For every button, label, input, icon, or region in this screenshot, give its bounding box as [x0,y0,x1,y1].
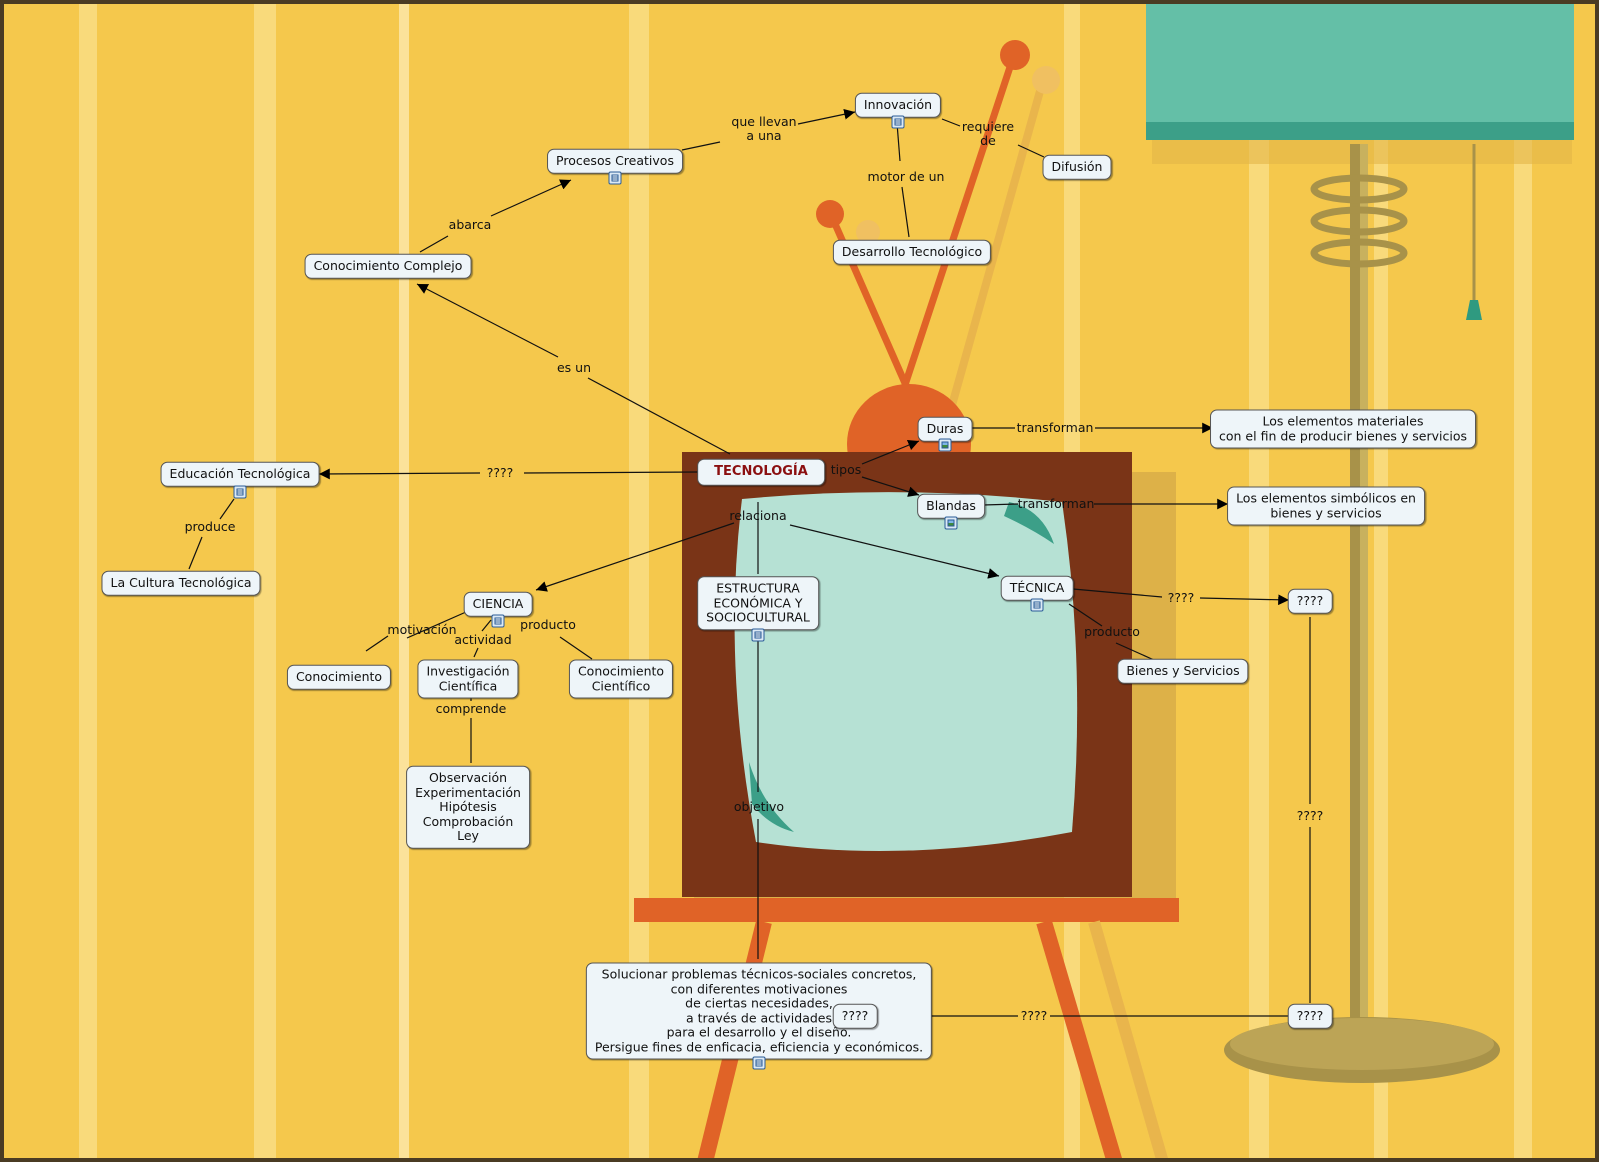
concept-difusion[interactable]: Difusión [1042,154,1112,180]
concept-conocimiento-cientifico[interactable]: Conocimiento Científico [568,659,674,699]
concept-conocimiento-complejo[interactable]: Conocimiento Complejo [304,253,472,279]
link-actividad: actividad [454,632,512,647]
concept-unknown-right-top[interactable]: ???? [1287,588,1333,614]
concept-bienes-servicios[interactable]: Bienes y Servicios [1117,658,1249,684]
concept-investigacion-cientifica[interactable]: Investigación Científica [417,659,519,699]
root-concept-tecnologia[interactable]: TECNOLOGÍA [697,458,825,486]
document-icon[interactable] [608,171,622,185]
concept-ciencia[interactable]: CIENCIA [463,591,533,617]
concept-solucionar-problemas[interactable]: Solucionar problemas técnicos-sociales c… [585,962,933,1060]
link-relaciona: relaciona [729,508,787,523]
link-unknown-educacion: ???? [486,465,514,480]
concept-cultura-tecnologica[interactable]: La Cultura Tecnológica [101,570,261,596]
link-motivacion: motivación [387,622,457,637]
document-icon[interactable] [752,1056,766,1070]
link-comprende: comprende [435,701,507,716]
concept-duras[interactable]: Duras [917,416,973,442]
concept-estructura-economica[interactable]: ESTRUCTURA ECONÓMICA Y SOCIOCULTURAL [697,576,819,630]
concept-blandas[interactable]: Blandas [917,493,985,519]
link-tipos: tipos [830,462,862,477]
concept-elementos-materiales[interactable]: Los elementos materiales con el fin de p… [1210,409,1476,449]
concept-observacion-experimentacion[interactable]: Observación Experimentación Hipótesis Co… [406,765,530,849]
link-abarca: abarca [448,217,492,232]
link-es-un: es un [556,360,592,375]
link-motor-de-un: motor de un [867,169,945,184]
image-icon[interactable] [944,516,958,530]
link-unknown-bottom: ???? [1020,1008,1048,1023]
retro-tv-room-background [4,4,1595,1158]
link-que-llevan-a-una: que llevan a una [731,114,797,143]
document-icon[interactable] [891,115,905,129]
document-icon[interactable] [751,628,765,642]
concept-conocimiento[interactable]: Conocimiento [286,664,392,690]
image-icon[interactable] [938,438,952,452]
link-unknown-vertical: ???? [1296,808,1324,823]
concept-educacion-tecnologica[interactable]: Educación Tecnológica [160,461,320,487]
link-produce: produce [184,519,236,534]
concept-tecnica[interactable]: TÉCNICA [1000,575,1074,601]
link-requiere-de: requiere de [961,119,1015,148]
link-unknown-tecnica: ???? [1167,590,1195,605]
document-icon[interactable] [1030,598,1044,612]
concept-elementos-simbolicos[interactable]: Los elementos simbólicos en bienes y ser… [1227,486,1425,526]
link-objetivo: objetivo [733,799,785,814]
link-transforman-duras: transforman [1016,420,1094,435]
concept-desarrollo-tecnologico[interactable]: Desarrollo Tecnológico [832,239,992,265]
document-icon[interactable] [233,485,247,499]
concept-unknown-overlay[interactable]: ???? [832,1003,878,1029]
concept-unknown-right-bottom[interactable]: ???? [1287,1003,1333,1029]
link-producto-tecnica: producto [1084,624,1140,639]
link-producto-ciencia: producto [520,617,576,632]
link-transforman-blandas: transforman [1017,496,1095,511]
concept-procesos-creativos[interactable]: Procesos Creativos [547,148,683,174]
document-icon[interactable] [491,614,505,628]
concept-innovacion[interactable]: Innovación [854,92,942,118]
